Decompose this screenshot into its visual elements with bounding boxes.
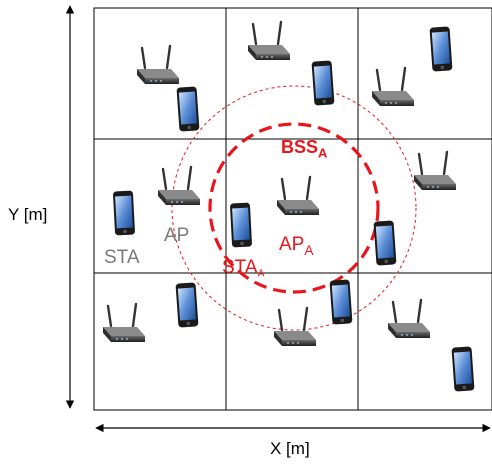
ap-label: AP (164, 225, 190, 246)
sta-label: STA (104, 247, 140, 268)
grid (93, 7, 492, 411)
ap-a-label-main: AP (279, 234, 305, 255)
bss-a-circle (208, 122, 380, 294)
smartphone-icon (329, 279, 353, 325)
wifi-router-icon (412, 150, 458, 192)
sta-a-label-sub: A (257, 268, 265, 280)
smartphone-icon (175, 282, 199, 328)
smartphone-icon (176, 86, 200, 132)
bss-a-label-main: BSS (281, 137, 319, 157)
wifi-router-icon (386, 298, 432, 340)
smartphone-icon (311, 60, 335, 106)
ap-a-label: APA (279, 235, 313, 257)
y-axis-label: Y [m] (8, 205, 48, 224)
x-axis-label: X [m] (270, 439, 310, 458)
bss-a-label-sub: A (318, 145, 328, 161)
bss-a-label: BSSA (281, 138, 327, 160)
outer-range-circle (171, 85, 417, 331)
wifi-router-icon (275, 175, 321, 217)
smartphone-icon (373, 220, 397, 266)
smartphone-icon (429, 26, 453, 72)
wifi-router-icon (135, 44, 181, 86)
wifi-router-icon (101, 302, 147, 344)
smartphone-icon (451, 346, 475, 392)
smartphone-icon (112, 190, 136, 236)
sta-a-label-main: STA (222, 257, 258, 278)
sta-a-label: STAA (222, 258, 265, 280)
smartphone-icon (229, 202, 253, 248)
wifi-router-icon (246, 20, 292, 62)
ap-a-label-sub: A (304, 242, 314, 258)
wifi-router-icon (156, 165, 202, 207)
wifi-router-icon (370, 66, 416, 108)
wifi-router-icon (272, 306, 318, 348)
